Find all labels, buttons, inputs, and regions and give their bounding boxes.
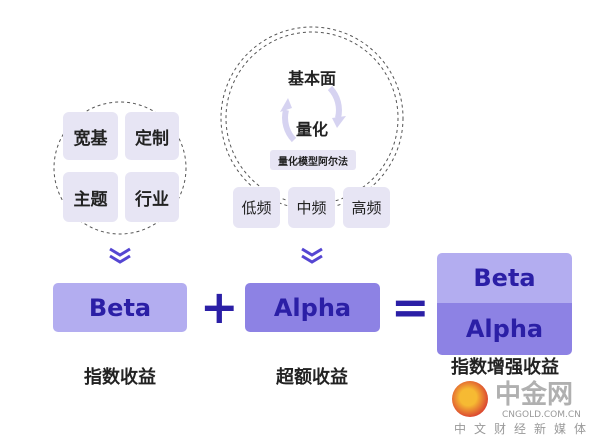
freq-low: 低频 — [233, 187, 280, 228]
watermark-logo-icon — [452, 381, 488, 417]
alpha-box: Alpha — [245, 283, 380, 332]
beta-box: Beta — [53, 283, 187, 332]
plus-operator: + — [200, 280, 239, 334]
cycle-arrowhead — [280, 98, 292, 112]
freq-mid: 中频 — [288, 187, 335, 228]
cycle-fundamental: 基本面 — [287, 69, 336, 88]
chevron-down-icon — [109, 247, 131, 264]
chevron-down-icon — [301, 247, 323, 264]
beta-item-industry: 行业 — [125, 172, 179, 222]
quant-model-alpha: 量化模型阿尔法 — [270, 150, 356, 170]
cycle-arrowhead — [332, 116, 346, 128]
result-beta: Beta — [437, 253, 572, 303]
beta-item-theme: 主题 — [63, 172, 118, 222]
freq-high: 高频 — [343, 187, 390, 228]
result-alpha: Alpha — [437, 303, 572, 355]
caption-excess-return: 超额收益 — [276, 367, 348, 388]
cycle-arrows-icon — [282, 85, 342, 143]
equals-operator: = — [391, 280, 430, 334]
caption-index-return: 指数收益 — [84, 367, 156, 388]
beta-dashed-circle — [53, 101, 187, 235]
watermark-brand: 中金网 — [495, 380, 574, 410]
beta-item-broad: 宽基 — [63, 112, 118, 160]
alpha-dashed-circle-inner — [225, 31, 399, 205]
watermark-tagline: 中文财经新媒体 — [454, 422, 595, 436]
caption-enhanced-return: 指数增强收益 — [451, 357, 559, 378]
alpha-dashed-circle-outer — [220, 26, 404, 210]
beta-item-custom: 定制 — [125, 112, 179, 160]
watermark-domain: CNGOLD.COM.CN — [502, 410, 581, 420]
cycle-quant: 量化 — [295, 120, 328, 139]
